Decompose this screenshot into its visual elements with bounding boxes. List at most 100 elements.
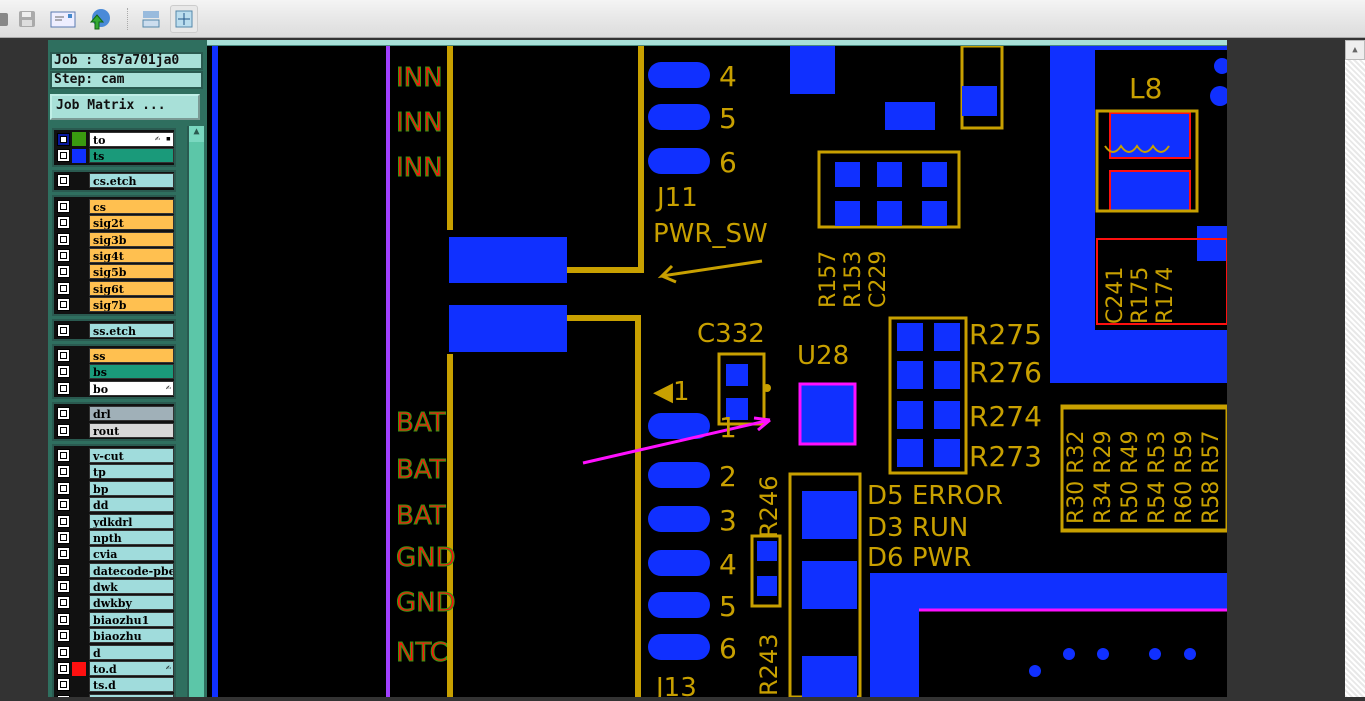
layer-color-swatch[interactable] bbox=[72, 661, 86, 676]
layer-checkbox[interactable] bbox=[57, 174, 70, 188]
job-matrix-button[interactable]: Job Matrix ... bbox=[50, 94, 200, 120]
layer-color-swatch[interactable] bbox=[72, 612, 86, 626]
layer-checkbox[interactable] bbox=[57, 448, 70, 462]
layer-color-swatch[interactable] bbox=[72, 563, 86, 577]
layer-row[interactable]: biaozhu1 bbox=[54, 611, 174, 627]
vertical-scrollbar[interactable]: ▲ bbox=[1345, 40, 1365, 697]
layer-name[interactable]: ydkdrl bbox=[89, 513, 174, 529]
layer-name[interactable]: rout bbox=[89, 422, 174, 438]
layer-name[interactable]: bo bbox=[89, 380, 174, 396]
layer-row[interactable]: cs bbox=[54, 198, 174, 214]
layer-color-swatch[interactable] bbox=[72, 265, 86, 279]
layer-row[interactable]: sig4t bbox=[54, 247, 174, 264]
layer-checkbox[interactable] bbox=[57, 481, 70, 495]
layer-name[interactable]: sig3b bbox=[89, 231, 174, 247]
layer-color-swatch[interactable] bbox=[72, 148, 86, 163]
layer-color-swatch[interactable] bbox=[72, 530, 86, 544]
layer-color-swatch[interactable] bbox=[72, 298, 86, 312]
layer-name[interactable]: dwkby bbox=[89, 595, 174, 611]
layer-name[interactable]: cs.d bbox=[89, 693, 174, 697]
layer-name[interactable]: d bbox=[89, 644, 174, 660]
layer-checkbox[interactable] bbox=[57, 348, 70, 362]
layer-row[interactable]: to.d✍ bbox=[54, 660, 174, 677]
layer-row[interactable]: datecode-pbe bbox=[54, 562, 174, 578]
layer-row[interactable]: sig7b bbox=[54, 297, 174, 313]
layer-checkbox[interactable] bbox=[57, 629, 70, 643]
layer-color-swatch[interactable] bbox=[72, 381, 86, 395]
layer-color-swatch[interactable] bbox=[72, 216, 86, 230]
layer-checkbox[interactable] bbox=[57, 265, 70, 279]
layer-row[interactable]: dwkby bbox=[54, 595, 174, 611]
layer-row[interactable]: ydkdrl bbox=[54, 513, 174, 529]
layer-checkbox[interactable] bbox=[57, 530, 70, 544]
layer-name[interactable]: sig7b bbox=[89, 297, 174, 313]
layer-checkbox[interactable] bbox=[57, 298, 70, 312]
layer-color-swatch[interactable] bbox=[72, 678, 86, 692]
layer-name[interactable]: sig5b bbox=[89, 264, 174, 280]
layer-color-swatch[interactable] bbox=[72, 580, 86, 594]
layer-name[interactable]: to.d bbox=[89, 661, 174, 677]
layer-row[interactable]: d bbox=[54, 644, 174, 660]
layer-color-swatch[interactable] bbox=[72, 514, 86, 528]
layer-row[interactable]: ts bbox=[54, 147, 174, 164]
layer-name[interactable]: ts bbox=[89, 148, 174, 164]
layer-name[interactable]: sig4t bbox=[89, 248, 174, 264]
layer-name[interactable]: datecode-pbe bbox=[89, 562, 174, 578]
layer-row[interactable]: bo✍ bbox=[54, 380, 174, 396]
layer-checkbox[interactable] bbox=[57, 694, 70, 697]
layer-checkbox[interactable] bbox=[57, 281, 70, 295]
layer-checkbox[interactable] bbox=[57, 662, 70, 676]
layer-row[interactable]: bs bbox=[54, 364, 174, 380]
layer-name[interactable]: dd bbox=[89, 497, 174, 513]
layer-row[interactable]: cvia bbox=[54, 546, 174, 562]
layer-checkbox[interactable] bbox=[57, 407, 70, 421]
layer-checkbox[interactable] bbox=[57, 199, 70, 213]
layer-color-swatch[interactable] bbox=[72, 174, 86, 188]
layer-color-swatch[interactable] bbox=[72, 448, 86, 462]
layer-color-swatch[interactable] bbox=[72, 132, 86, 147]
split-view-icon[interactable] bbox=[137, 5, 165, 33]
layer-checkbox[interactable] bbox=[57, 216, 70, 230]
layer-name[interactable]: tp bbox=[89, 464, 174, 480]
layer-checkbox[interactable] bbox=[57, 563, 70, 577]
layer-name[interactable]: bs bbox=[89, 364, 174, 380]
layer-name[interactable]: v-cut bbox=[89, 447, 174, 463]
app-icon[interactable] bbox=[0, 5, 14, 33]
layer-checkbox[interactable] bbox=[57, 132, 70, 146]
layer-color-swatch[interactable] bbox=[72, 249, 86, 263]
layer-row[interactable]: v-cut bbox=[54, 447, 174, 463]
layer-color-swatch[interactable] bbox=[72, 645, 86, 659]
layer-row[interactable]: ss bbox=[54, 347, 174, 363]
layer-row[interactable]: ss.etch bbox=[54, 322, 174, 338]
layer-checkbox[interactable] bbox=[57, 498, 70, 512]
publish-icon[interactable] bbox=[85, 5, 113, 33]
layer-color-swatch[interactable] bbox=[72, 348, 86, 362]
layer-checkbox[interactable] bbox=[57, 596, 70, 610]
layer-color-swatch[interactable] bbox=[72, 365, 86, 379]
layer-color-swatch[interactable] bbox=[72, 629, 86, 643]
layer-row[interactable]: biaozhu bbox=[54, 628, 174, 644]
layer-checkbox[interactable] bbox=[57, 514, 70, 528]
layer-color-swatch[interactable] bbox=[72, 481, 86, 495]
layer-row[interactable]: sig2t bbox=[54, 215, 174, 231]
layer-list-scrollbar[interactable]: ▲ bbox=[187, 126, 204, 697]
layer-name[interactable]: ts.d bbox=[89, 677, 174, 693]
layer-color-swatch[interactable] bbox=[72, 232, 86, 246]
layer-row[interactable]: sig6t bbox=[54, 280, 174, 296]
layer-name[interactable]: drl bbox=[89, 406, 174, 422]
layer-row[interactable]: to✍ ▪ bbox=[54, 131, 174, 147]
layer-row[interactable]: cs.etch bbox=[54, 173, 174, 189]
layer-checkbox[interactable] bbox=[57, 678, 70, 692]
layer-name[interactable]: sig2t bbox=[89, 215, 174, 231]
layer-checkbox[interactable] bbox=[57, 249, 70, 263]
layer-checkbox[interactable] bbox=[57, 232, 70, 246]
layer-color-swatch[interactable] bbox=[72, 547, 86, 561]
layer-row[interactable]: tp bbox=[54, 464, 174, 480]
layer-color-swatch[interactable] bbox=[72, 596, 86, 610]
layer-name[interactable]: cs bbox=[89, 198, 174, 214]
layer-name[interactable]: ss.etch bbox=[89, 322, 174, 338]
layer-checkbox[interactable] bbox=[57, 612, 70, 626]
layer-name[interactable]: to bbox=[89, 131, 174, 147]
layer-checkbox[interactable] bbox=[57, 645, 70, 659]
